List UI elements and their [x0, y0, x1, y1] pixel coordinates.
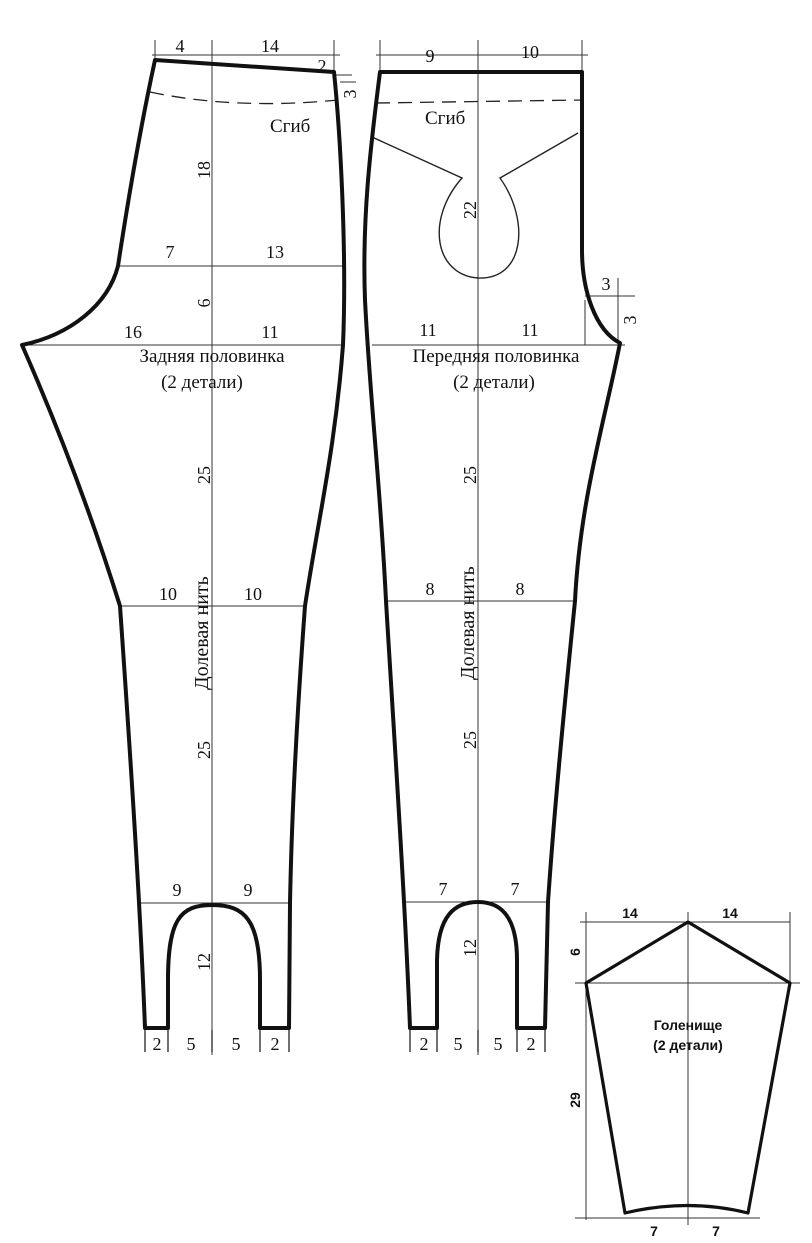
back-dim-hip-left: 7 — [166, 242, 175, 262]
back-dim-seat-height: 18 — [194, 161, 214, 179]
back-dim-top-left: 4 — [176, 36, 185, 56]
back-dim-hip-height: 6 — [194, 299, 214, 308]
front-grain-label: Долевая нить — [457, 566, 479, 680]
back-dim-crotch-right: 11 — [261, 322, 278, 342]
back-dim-knee-left: 10 — [159, 584, 177, 604]
back-dim-knee-right: 10 — [244, 584, 262, 604]
gaiter-dim-bottom-right: 7 — [712, 1223, 720, 1239]
back-dim-top-right: 14 — [261, 36, 279, 56]
back-dim-ankle-left: 9 — [173, 880, 182, 900]
back-dim-fold-drop: 3 — [340, 90, 360, 99]
front-dim-side-top: 3 — [602, 274, 611, 294]
back-dim-arch-height: 12 — [194, 953, 214, 971]
back-fold-line — [149, 91, 339, 105]
front-hem-3: 5 — [494, 1034, 503, 1054]
gaiter-dim-length: 29 — [567, 1092, 583, 1108]
back-hem-3: 5 — [232, 1034, 241, 1054]
back-count: (2 детали) — [161, 372, 243, 393]
back-fold-label: Сгиб — [270, 116, 310, 137]
front-hem-1: 2 — [420, 1034, 429, 1054]
front-fold-line — [375, 99, 583, 104]
back-dim-lower-leg: 25 — [194, 741, 214, 759]
front-pocket-opening — [371, 132, 579, 279]
front-dim-upper-leg: 25 — [460, 466, 480, 484]
front-guide-lines — [372, 40, 635, 1055]
back-hem-1: 2 — [153, 1034, 162, 1054]
front-dim-top-right: 10 — [521, 42, 539, 62]
back-hem-4: 2 — [271, 1034, 280, 1054]
back-title: Задняя половинка — [139, 346, 285, 367]
front-dim-ankle-left: 7 — [439, 879, 448, 899]
front-hem-2: 5 — [454, 1034, 463, 1054]
gaiter-guide-lines — [575, 912, 800, 1225]
gaiter-dim-top-right: 14 — [722, 905, 738, 921]
gaiter-title: Голенище — [654, 1017, 723, 1033]
back-guide-lines — [22, 40, 356, 1055]
front-dim-arch-height: 12 — [460, 939, 480, 957]
front-dim-top-left: 9 — [426, 46, 435, 66]
front-dim-knee-right: 8 — [516, 579, 525, 599]
back-dim-upper-leg: 25 — [194, 466, 214, 484]
front-count: (2 детали) — [453, 372, 535, 393]
front-half-pattern: Передняя половинка (2 детали) Сгиб Долев… — [362, 40, 640, 1055]
front-fold-label: Сгиб — [425, 108, 465, 129]
gaiter-dim-bottom-left: 7 — [650, 1223, 658, 1239]
gaiter-dim-peak-height: 6 — [567, 948, 583, 956]
front-hem-4: 2 — [527, 1034, 536, 1054]
front-dim-side-drop: 3 — [620, 316, 640, 325]
back-dim-crotch-left: 16 — [124, 322, 142, 342]
front-dim-pocket: 22 — [460, 201, 480, 219]
front-title: Передняя половинка — [413, 346, 581, 367]
front-dim-crotch-left: 11 — [419, 320, 436, 340]
front-dim-crotch-right: 11 — [521, 320, 538, 340]
back-hem-2: 5 — [187, 1034, 196, 1054]
back-half-pattern: Задняя половинка (2 детали) Сгиб Долевая… — [20, 36, 360, 1055]
back-grain-label: Долевая нить — [191, 576, 213, 690]
front-dim-lower-leg: 25 — [460, 731, 480, 749]
gaiter-dim-top-left: 14 — [622, 905, 638, 921]
gaiter-count: (2 детали) — [653, 1037, 723, 1053]
front-half-outline — [362, 70, 622, 1030]
gaiter-outline — [584, 920, 792, 1215]
back-half-outline — [20, 58, 347, 1030]
back-dim-hip-right: 13 — [266, 242, 284, 262]
back-dim-ankle-right: 9 — [244, 880, 253, 900]
front-dim-knee-left: 8 — [426, 579, 435, 599]
gaiter-pattern: Голенище (2 детали) 14 14 6 29 7 7 — [567, 905, 800, 1239]
back-dim-top-drop: 2 — [318, 56, 327, 76]
front-dim-ankle-right: 7 — [511, 879, 520, 899]
